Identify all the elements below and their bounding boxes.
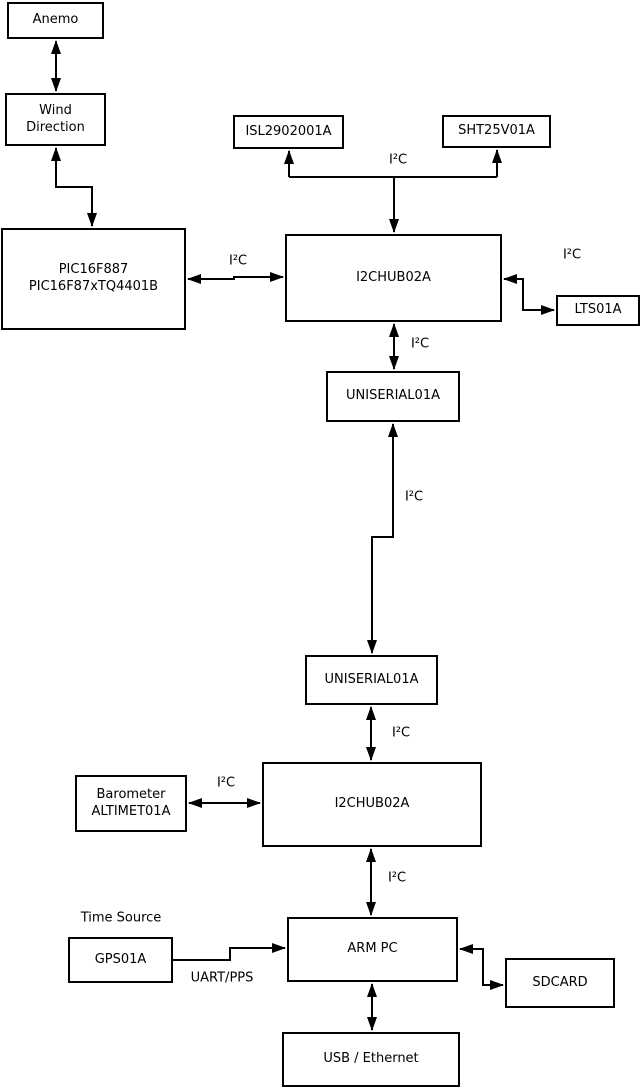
node-i2chub02a-top: I2CHUB02A xyxy=(285,234,502,322)
node-lts01a: LTS01A xyxy=(556,295,640,326)
edge-pic-hub1 xyxy=(187,272,284,284)
node-arm-pc: ARM PC xyxy=(287,917,458,982)
node-usb-ethernet: USB / Ethernet xyxy=(282,1032,460,1087)
edge-wind-pic xyxy=(51,147,97,227)
label-i2c-hub-serial-bus: I²C xyxy=(410,336,430,352)
node-sht25v01a: SHT25V01A xyxy=(442,115,551,148)
edge-gps-armpc xyxy=(173,943,286,961)
node-i2chub02a-bottom: I2CHUB02A xyxy=(262,762,482,847)
label-i2c-barometer-bus: I²C xyxy=(216,775,236,791)
label-i2c-pic-bus: I²C xyxy=(228,253,248,269)
label-i2c-serial-hub2-bus: I²C xyxy=(391,725,411,741)
edge-uniserial1-uniserial2 xyxy=(367,423,398,654)
node-wind-direction: Wind Direction xyxy=(5,93,106,146)
label-i2c-lts-bus: I²C xyxy=(562,247,582,263)
node-barometer-altimet01a: Barometer ALTIMET01A xyxy=(75,775,187,832)
label-time-source: Time Source xyxy=(80,910,162,926)
node-pic16f887: PIC16F887 PIC16F87xTQ4401B xyxy=(1,228,186,330)
label-i2c-serial-link-bus: I²C xyxy=(404,489,424,505)
node-uniserial01a-bottom: UNISERIAL01A xyxy=(305,655,438,705)
node-anemo: Anemo xyxy=(7,2,104,39)
edge-armpc-sdcard xyxy=(459,944,504,990)
label-i2c-sensor-bus: I²C xyxy=(388,152,408,168)
label-i2c-hub2-arm-bus: I²C xyxy=(387,870,407,886)
edge-hub1-lts xyxy=(503,274,555,315)
node-isl2902001a: ISL2902001A xyxy=(233,115,344,149)
node-sdcard: SDCARD xyxy=(505,958,615,1008)
node-gps01a: GPS01A xyxy=(68,937,173,983)
label-uart-pps: UART/PPS xyxy=(190,970,254,986)
node-uniserial01a-top: UNISERIAL01A xyxy=(326,371,460,422)
